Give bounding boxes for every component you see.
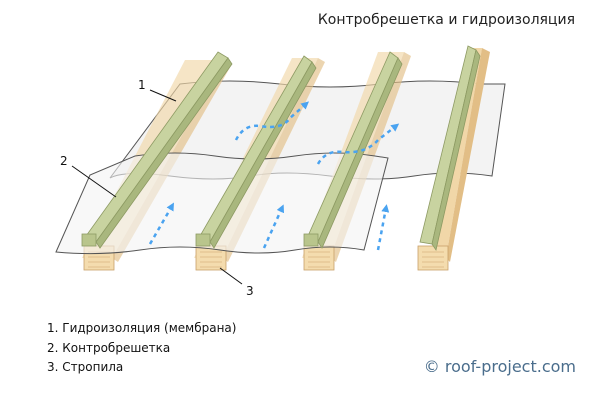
callout-label-3: 3 [246, 284, 254, 298]
callout-label-2: 2 [60, 154, 68, 168]
callout-line-1 [149, 89, 177, 102]
counter-batten-2 [195, 55, 317, 249]
legend: 1. Гидроизоляция (мембрана) 2. Контробре… [47, 321, 236, 374]
counter-batten-1 [81, 51, 233, 249]
airflow-arrow-3 [376, 204, 390, 251]
counter-batten-4 [419, 45, 481, 251]
callout-label-1: 1 [138, 78, 146, 92]
callout-line-2 [71, 165, 117, 198]
diagram-title: Контробрешетка и гидроизоляция [318, 12, 575, 28]
legend-item-3: 3. Стропила [47, 360, 123, 374]
airflow-arrow-4 [234, 101, 310, 141]
legend-item-1: 1. Гидроизоляция (мембрана) [47, 321, 236, 335]
counter-batten-3 [303, 51, 403, 249]
airflow-arrow-5 [316, 123, 400, 165]
legend-item-2: 2. Контробрешетка [47, 341, 170, 355]
airflow-arrows [148, 101, 400, 251]
callout-line-3 [219, 267, 243, 285]
copyright-text: © roof-project.com [424, 357, 576, 376]
